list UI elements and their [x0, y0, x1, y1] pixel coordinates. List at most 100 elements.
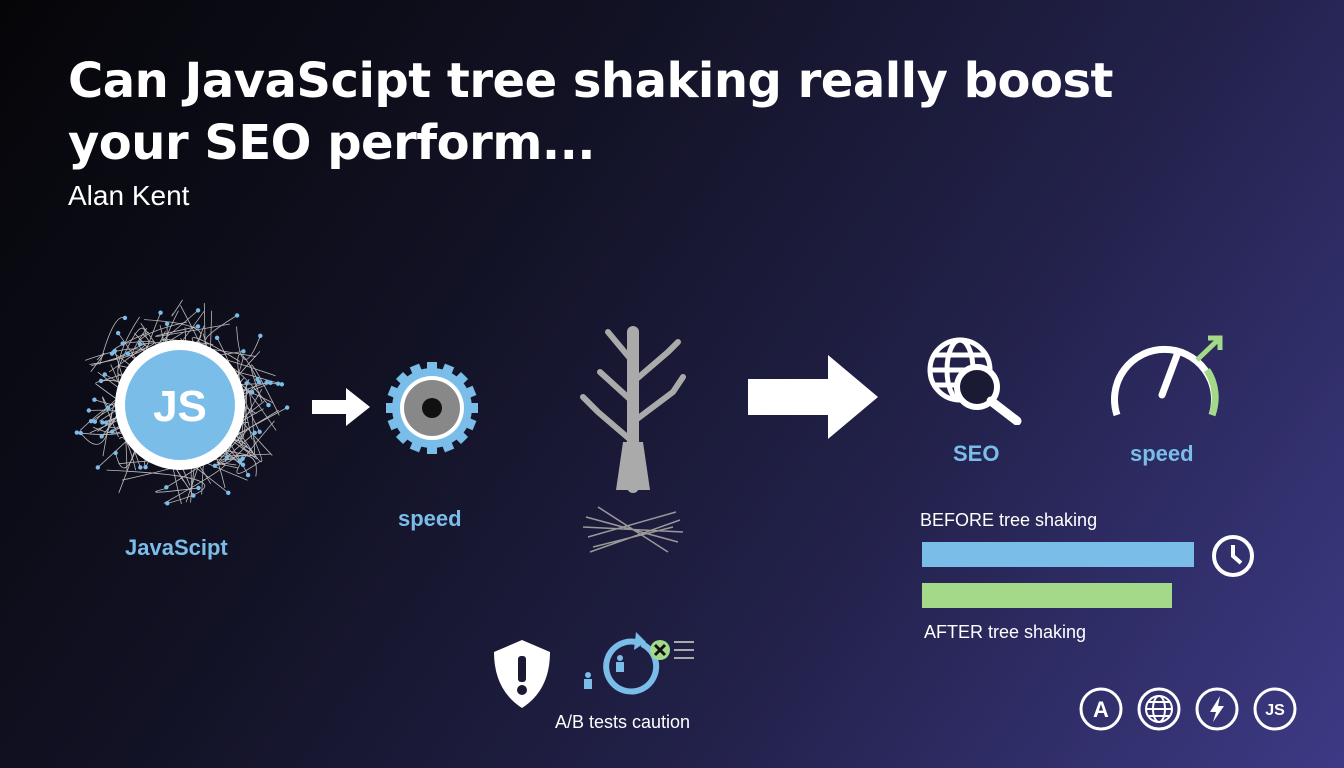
network-node — [143, 464, 148, 470]
network-node — [241, 349, 246, 354]
network-node — [113, 450, 118, 456]
network-node — [86, 408, 92, 413]
js-network-icon: JS — [74, 299, 290, 506]
clock-icon — [1212, 535, 1254, 577]
network-line — [236, 326, 261, 360]
network-line — [236, 420, 275, 474]
speed-label: speed — [1130, 441, 1194, 466]
network-node — [164, 321, 170, 327]
big-arrow-right-icon — [748, 355, 878, 439]
network-node — [138, 465, 143, 470]
network-line — [205, 315, 238, 340]
network-node — [214, 335, 220, 340]
network-node — [165, 501, 170, 506]
network-node — [122, 315, 128, 321]
network-node — [103, 420, 109, 425]
before-label: BEFORE tree shaking — [920, 510, 1098, 530]
network-node — [92, 419, 98, 424]
network-line — [80, 411, 113, 445]
footer-icons: A JS — [1078, 686, 1298, 732]
network-node — [100, 420, 105, 425]
js-icon: JS — [1253, 687, 1297, 731]
network-node — [268, 380, 273, 385]
ab-test-icon — [584, 632, 694, 695]
network-node — [110, 429, 115, 434]
network-node — [98, 378, 104, 384]
network-line — [216, 462, 238, 469]
network-node — [275, 381, 281, 386]
network-node — [125, 351, 131, 356]
js-badge: JS — [153, 382, 207, 431]
network-node — [252, 430, 257, 436]
network-node — [284, 405, 290, 410]
speedometer-icon — [1111, 335, 1223, 417]
svg-text:JS: JS — [1265, 702, 1285, 719]
network-node — [115, 330, 121, 336]
network-node — [120, 341, 125, 346]
network-line — [212, 455, 257, 477]
network-line — [237, 354, 258, 440]
network-line — [118, 437, 137, 471]
network-node — [99, 434, 104, 439]
network-line — [250, 364, 280, 416]
network-node — [255, 377, 260, 382]
network-line — [171, 299, 183, 317]
network-line — [91, 340, 155, 367]
network-node — [234, 313, 240, 318]
network-node — [237, 458, 242, 464]
javascript-label: JavaScipt — [125, 535, 228, 560]
network-node — [245, 472, 251, 478]
ab-tests-label: A/B tests caution — [555, 712, 691, 732]
network-line — [102, 396, 119, 438]
network-line — [117, 327, 147, 371]
shield-warning-icon — [494, 640, 550, 708]
network-node — [158, 310, 163, 315]
seo-label: SEO — [953, 441, 1000, 466]
network-node — [88, 418, 94, 424]
network-node — [226, 490, 231, 496]
network-node — [196, 485, 201, 491]
before-bar — [922, 542, 1194, 567]
network-node — [112, 348, 118, 354]
network-node — [240, 462, 246, 467]
network-node — [240, 456, 245, 461]
network-node — [195, 324, 201, 329]
tree-icon — [580, 326, 686, 553]
network-node — [195, 308, 201, 313]
network-node — [244, 381, 249, 386]
network-node — [224, 455, 230, 460]
network-node — [102, 372, 107, 377]
network-node — [212, 463, 218, 469]
network-node — [137, 341, 143, 347]
network-node — [109, 351, 115, 356]
network-node — [249, 390, 255, 395]
svg-text:A: A — [1093, 697, 1109, 722]
network-node — [279, 382, 285, 387]
page-title: Can JavaScipt tree shaking really boost … — [68, 53, 1113, 171]
after-label: AFTER tree shaking — [924, 622, 1087, 642]
network-node — [264, 380, 269, 385]
network-node — [95, 465, 101, 470]
network-node — [257, 429, 262, 435]
network-node — [258, 333, 263, 339]
network-node — [191, 493, 196, 498]
letter-a-icon: A — [1079, 687, 1123, 731]
globe-icon — [1137, 687, 1181, 731]
network-node — [164, 485, 169, 490]
network-node — [78, 430, 83, 436]
network-node — [74, 430, 80, 435]
network-node — [266, 402, 271, 408]
gear-icon — [386, 362, 478, 454]
network-line — [249, 437, 263, 462]
lightning-icon — [1195, 687, 1239, 731]
network-line — [99, 317, 126, 365]
seo-search-globe-icon — [927, 337, 1022, 425]
network-line — [106, 469, 206, 504]
network-node — [105, 405, 111, 410]
network-line — [163, 463, 226, 504]
author: Alan Kent — [68, 180, 190, 211]
after-bar — [922, 583, 1173, 608]
network-node — [92, 397, 97, 402]
arrow-right-icon — [312, 388, 370, 426]
gear-speed-label: speed — [398, 506, 462, 531]
